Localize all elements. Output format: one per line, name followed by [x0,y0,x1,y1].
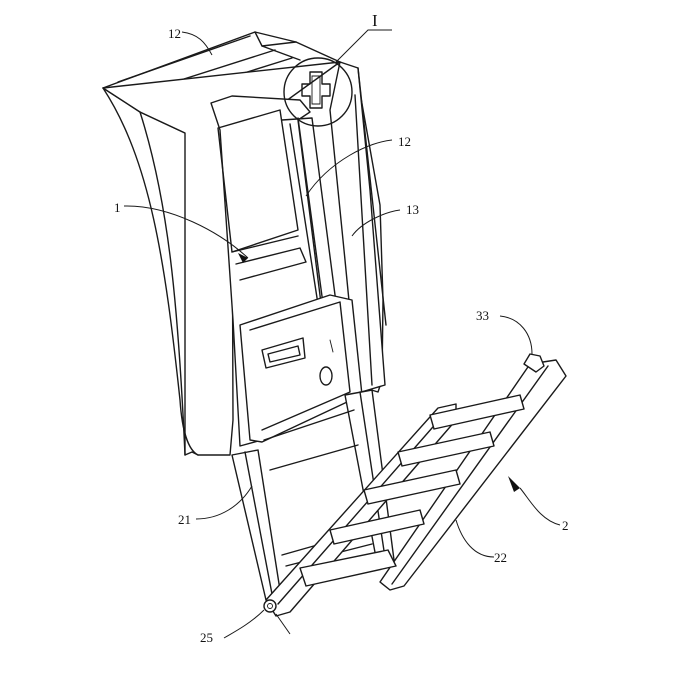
label-part-1: 1 [114,200,121,215]
blurred-strip [0,646,686,694]
label-part-22: 22 [494,550,507,565]
label-part-12-mid: 12 [398,134,411,149]
label-part-25: 25 [200,630,213,645]
label-part-21: 21 [178,512,191,527]
labels: I 12 12 13 1 33 21 2 22 25 [114,11,569,645]
label-part-12-top: 12 [168,26,181,41]
leader-lines [123,31,561,639]
label-part-33: 33 [476,308,489,323]
arrows [238,253,520,492]
label-part-13: 13 [406,202,419,217]
folding-ladder [263,353,567,617]
label-detail-I: I [372,11,378,30]
detail-circle-I [283,29,392,127]
main-housing [102,31,387,456]
label-part-2: 2 [562,518,569,533]
